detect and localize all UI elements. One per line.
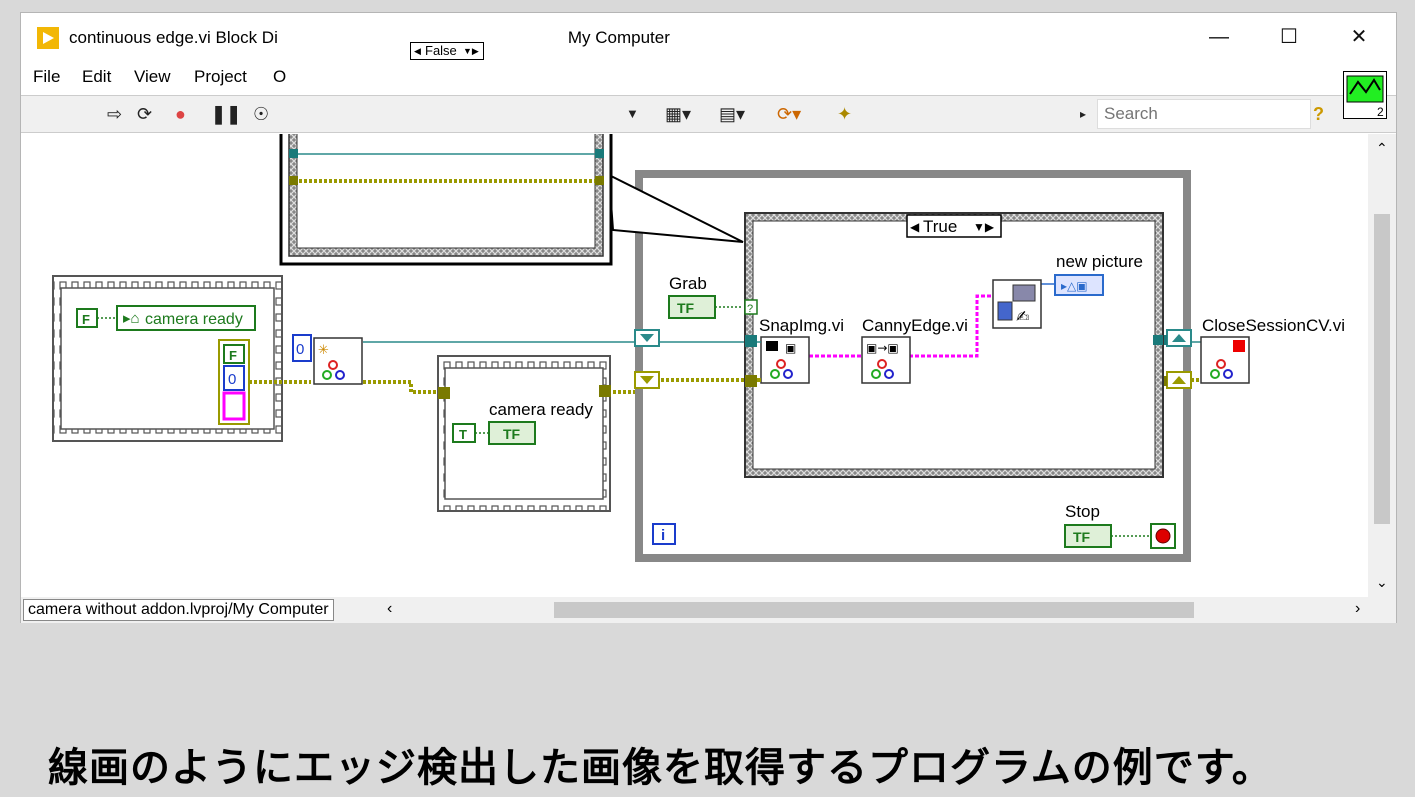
help-icon[interactable]: ? — [1313, 104, 1324, 124]
svg-text:0: 0 — [228, 371, 236, 388]
camera-ready-indicator-label: camera ready — [489, 400, 593, 419]
loop-condition-terminal[interactable] — [1150, 523, 1176, 549]
stop-label: Stop — [1065, 502, 1100, 521]
snapimg-vi-icon[interactable]: ▣ — [760, 336, 810, 384]
closesession-label: CloseSessionCV.vi — [1202, 316, 1345, 335]
search-box[interactable] — [1097, 99, 1311, 129]
svg-text:▣→▣: ▣→▣ — [866, 341, 899, 355]
abort-icon[interactable]: ● — [175, 104, 186, 124]
svg-text:i: i — [661, 527, 665, 544]
zero-constant[interactable]: 0 — [292, 334, 312, 362]
reorder-icon[interactable]: ⟳▾ — [777, 104, 802, 124]
svg-text:▣: ▣ — [785, 341, 796, 355]
svg-text:True: True — [923, 217, 957, 236]
open-session-vi-icon[interactable]: ✳ — [313, 337, 363, 385]
vi-icon[interactable]: 2 — [1343, 71, 1387, 119]
svg-text:✳: ✳ — [318, 343, 329, 358]
snapimg-label: SnapImg.vi — [759, 316, 844, 335]
project-path: camera without addon.lvproj/My Computer — [23, 599, 334, 621]
search-arrow-icon: ▸ — [1080, 107, 1087, 121]
new-picture-indicator[interactable]: ▸△▣ — [1054, 274, 1104, 296]
svg-text:TF: TF — [1073, 529, 1091, 545]
minimize-button[interactable]: — — [1209, 26, 1229, 48]
loop-iteration-terminal[interactable]: i — [652, 523, 676, 545]
scroll-up-icon[interactable]: ⌃ — [1376, 140, 1388, 156]
labview-app-icon — [37, 27, 59, 49]
scroll-left-icon[interactable]: ‹ — [387, 600, 393, 617]
stop-control[interactable]: TF — [1064, 524, 1112, 548]
draw-picture-vi-icon[interactable]: ✍ — [992, 279, 1042, 329]
svg-text:T: T — [459, 427, 467, 442]
run-continuously-icon[interactable]: ⟳ — [137, 104, 153, 124]
cannyedge-vi-icon[interactable]: ▣→▣ — [861, 336, 911, 384]
case-selector-false[interactable]: ◀ False ▼▶ — [410, 42, 484, 60]
status-bar: camera without addon.lvproj/My Computer … — [21, 597, 1396, 623]
svg-text:?: ? — [747, 303, 753, 315]
svg-text:◀: ◀ — [910, 220, 920, 234]
bundle-cluster-node[interactable]: F 0 — [218, 339, 250, 425]
scroll-down-icon[interactable]: ⌄ — [1376, 574, 1388, 590]
true-constant[interactable]: T — [452, 423, 476, 443]
while-loop[interactable] — [635, 170, 1191, 562]
maximize-button[interactable]: ☐ — [1280, 26, 1298, 48]
svg-text:▸⌂: ▸⌂ — [123, 310, 140, 327]
vertical-scrollbar[interactable]: ⌃ ⌄ — [1368, 134, 1396, 597]
grab-control[interactable]: TF — [668, 295, 716, 319]
menu-operate[interactable]: O — [273, 67, 287, 86]
camera-ready-local-variable[interactable]: ▸⌂ camera ready — [116, 305, 256, 331]
svg-text:▸△▣: ▸△▣ — [1061, 279, 1088, 293]
svg-text:camera ready: camera ready — [145, 311, 243, 328]
menu-file[interactable]: File — [33, 67, 61, 86]
svg-text:TF: TF — [503, 426, 521, 442]
vi-icon-count: 2 — [1377, 105, 1384, 119]
case-selector-terminal — [744, 299, 758, 315]
menu-edit[interactable]: Edit — [82, 67, 112, 86]
svg-text:F: F — [82, 312, 90, 327]
cleanup-diagram-icon[interactable]: ✦ — [837, 104, 853, 124]
caption-text: 線画のようにエッジ検出した画像を取得するプログラムの例です。 — [48, 745, 1273, 791]
svg-text:✍: ✍ — [1016, 307, 1029, 326]
scroll-right-icon[interactable]: › — [1355, 600, 1361, 617]
svg-text:▼▶: ▼▶ — [973, 220, 995, 234]
block-diagram[interactable]: F ▸⌂ camera ready F 0 — [21, 134, 1368, 597]
menu-view[interactable]: View — [134, 67, 171, 86]
case-structure-true[interactable] — [744, 212, 1164, 478]
text-settings-dropdown-icon[interactable]: ▼ — [626, 106, 639, 121]
horizontal-scroll-thumb[interactable] — [554, 602, 1194, 618]
close-button[interactable]: ✕ — [1350, 26, 1368, 48]
camera-ready-indicator[interactable]: TF — [488, 421, 536, 445]
distribute-objects-icon[interactable]: ▤▾ — [719, 104, 746, 124]
false-constant-1[interactable]: F — [76, 308, 98, 328]
cannyedge-label: CannyEdge.vi — [862, 316, 968, 335]
svg-text:F: F — [229, 348, 237, 363]
run-arrow-icon[interactable]: ⇨ — [107, 104, 123, 124]
case-selector-true[interactable]: ◀ True ▼▶ — [906, 214, 1002, 238]
svg-text:TF: TF — [677, 300, 695, 316]
align-objects-icon[interactable]: ▦▾ — [665, 104, 692, 124]
new-picture-label: new picture — [1056, 252, 1143, 271]
menu-bar: File Edit View Project O — [21, 65, 1396, 89]
search-input[interactable] — [1102, 101, 1252, 127]
pause-icon[interactable]: ❚❚ — [211, 104, 242, 124]
highlight-execution-icon[interactable]: ☉ — [253, 104, 270, 124]
closesession-vi-icon[interactable] — [1200, 336, 1250, 384]
svg-text:0: 0 — [296, 341, 304, 358]
grab-label: Grab — [669, 274, 707, 293]
menu-project[interactable]: Project — [194, 67, 247, 86]
vertical-scroll-thumb[interactable] — [1374, 214, 1390, 524]
